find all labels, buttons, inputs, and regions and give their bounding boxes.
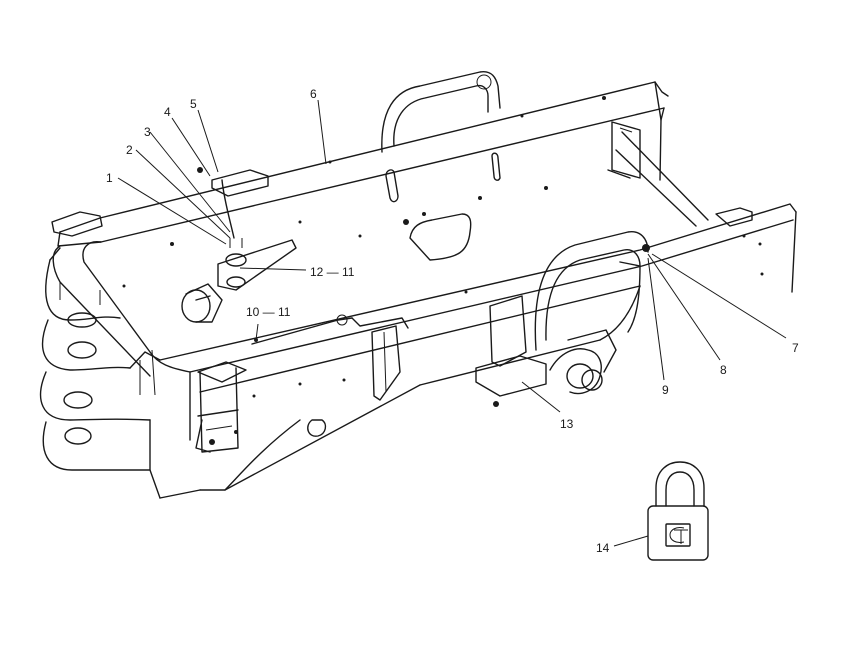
callout-13: 13 <box>560 417 574 431</box>
main-frame <box>39 71 797 499</box>
callout-12-11: 12 — 11 <box>310 265 355 279</box>
callout-4: 4 <box>164 105 171 119</box>
callout-labels: 1 2 3 4 5 6 7 8 9 10 — 11 12 — 11 13 14 <box>106 87 799 555</box>
callout-1: 1 <box>106 171 113 185</box>
callout-6: 6 <box>310 87 317 101</box>
padlock-icon <box>647 461 709 561</box>
callout-2: 2 <box>126 143 133 157</box>
callout-7: 7 <box>792 341 799 355</box>
callout-3: 3 <box>144 125 151 139</box>
callout-9: 9 <box>662 383 669 397</box>
callout-10-11: 10 — 11 <box>246 305 291 319</box>
cat-logo-icon <box>665 523 691 547</box>
callout-14: 14 <box>596 541 610 555</box>
leader-lines <box>117 99 787 547</box>
callout-8: 8 <box>720 363 727 377</box>
fastener-dots <box>122 96 764 445</box>
callout-5: 5 <box>190 97 197 111</box>
